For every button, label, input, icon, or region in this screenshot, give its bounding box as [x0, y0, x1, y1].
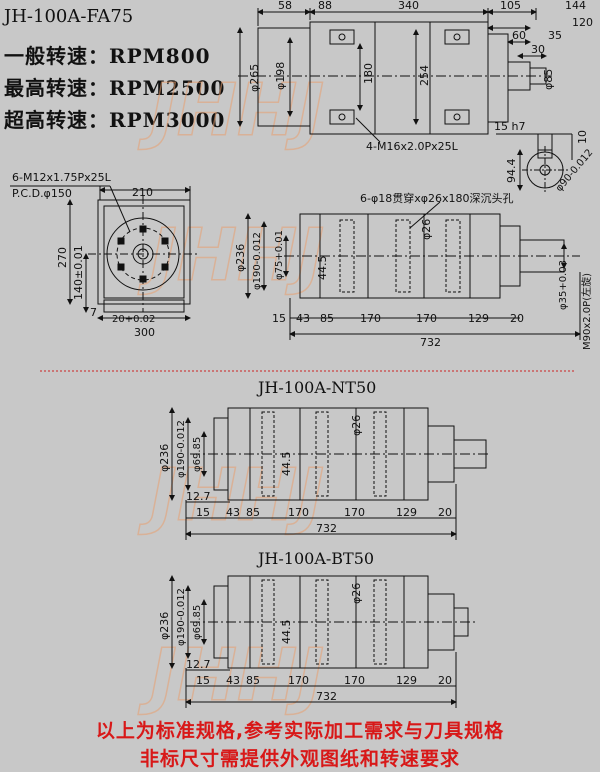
dim-340: 340 — [398, 0, 419, 12]
dim-254: 254 — [418, 65, 431, 86]
dim-nt-732: 732 — [316, 522, 337, 535]
dim-side-170a: 170 — [360, 312, 381, 325]
footer-note-1: 以上为标准规格,参考实际加工需求与刀具规格 — [95, 720, 505, 742]
footer-note-2: 非标尺寸需提供外观图纸和转速要求 — [139, 748, 460, 770]
dim-7: 7 — [90, 306, 97, 319]
dim-side-phi35: φ35+0.03 — [558, 260, 569, 310]
dim-nt-129: 129 — [396, 506, 417, 519]
top-housing — [309, 21, 489, 135]
dim-nt-phi69: φ69.85 — [192, 437, 203, 472]
dim-nt-43: 43 — [226, 506, 240, 519]
dim-bt-129: 129 — [396, 674, 417, 687]
dim-bt-85: 85 — [246, 674, 260, 687]
dim-20: 20+0.02 — [112, 314, 155, 325]
dim-144: 144 — [565, 0, 586, 12]
dim-side-85: 85 — [320, 312, 334, 325]
watermark-text-1: JHHJ — [138, 68, 324, 152]
dim-side-20: 20 — [510, 312, 524, 325]
top-view-labels: 58 88 340 105 144 120 60 35 30 φ265 φ198… — [248, 0, 593, 153]
dim-phi265: φ265 — [248, 64, 261, 92]
top-view — [237, 8, 552, 143]
callout-pcd: P.C.D.φ150 — [12, 187, 72, 200]
dim-105: 105 — [500, 0, 521, 12]
dim-bt-44.5: 44.5 — [280, 620, 293, 645]
dim-nt-phi190: φ190-0.012 — [176, 420, 187, 478]
dim-bt-phi26: φ26 — [350, 583, 363, 604]
dim-140: 140±0.01 — [72, 245, 85, 300]
dim-side-129: 129 — [468, 312, 489, 325]
dim-bt-170b: 170 — [344, 674, 365, 687]
dim-bt-12.7: 12.7 — [186, 658, 211, 671]
dim-side-m90: M90x2.0P(左旋) — [580, 273, 593, 350]
dim-bt-15: 15 — [196, 674, 210, 687]
dim-side-phi236: φ236 — [234, 244, 247, 272]
dim-side-phi190: φ190-0.012 — [252, 232, 263, 290]
model-title: JH-100A-FA75 — [4, 6, 134, 27]
dim-nt-phi236: φ236 — [158, 444, 171, 472]
dim-nt-15: 15 — [196, 506, 210, 519]
callout-counterbore: 6-φ18贯穿xφ26x180深沉头孔 — [360, 191, 514, 205]
dim-180: 180 — [362, 63, 375, 84]
bt-view — [169, 575, 478, 708]
end-plate — [97, 199, 191, 305]
dim-300: 300 — [134, 326, 155, 339]
dim-key-10: 10 — [576, 130, 589, 144]
watermark: JHHJ JHHJ JHHJ JHHJ — [137, 67, 325, 718]
dim-nt-phi26: φ26 — [350, 415, 363, 436]
dim-210: 210 — [132, 186, 153, 199]
side-view — [245, 201, 581, 340]
spec-line-ultra: 超高转速：RPM3000 — [4, 108, 226, 132]
nt-view-labels: φ236 φ190-0.012 φ69.85 44.5 φ26 12.7 15 … — [158, 415, 452, 535]
dim-key-94.4: 94.4 — [505, 159, 518, 184]
dim-bt-732: 732 — [316, 690, 337, 703]
dim-270: 270 — [56, 247, 69, 268]
dim-side-phi75: φ75+0.01 — [274, 230, 285, 280]
spec-line-normal: 一般转速：RPM800 — [4, 44, 211, 68]
spec-line-max: 最高转速：RPM2500 — [4, 76, 226, 100]
dim-nt-85: 85 — [246, 506, 260, 519]
dim-key-phi90: φ90-0.012 — [554, 147, 596, 194]
dim-side-43: 43 — [296, 312, 310, 325]
bt-section-title: JH-100A-BT50 — [258, 549, 375, 568]
dim-bt-20: 20 — [438, 674, 452, 687]
bt-view-labels: φ236 φ190-0.012 φ69.85 44.5 φ26 12.7 15 … — [158, 583, 452, 703]
dim-side-15: 15 — [272, 312, 286, 325]
dim-nt-44.5: 44.5 — [280, 452, 293, 477]
key-view — [496, 133, 573, 194]
callout-m16: 4-M16x2.0Px25L — [366, 140, 459, 153]
dim-88: 88 — [318, 0, 332, 12]
dim-30: 30 — [531, 43, 545, 56]
mount-holes-top — [329, 29, 470, 125]
dim-key-15h7: 15 h7 — [494, 120, 525, 133]
dim-side-44.5: 44.5 — [316, 256, 329, 281]
dim-nt-12.7: 12.7 — [186, 490, 211, 503]
side-view-labels: 6-φ18贯穿xφ26x180深沉头孔 φ236 φ190-0.012 φ75+… — [234, 191, 593, 350]
dim-58: 58 — [278, 0, 292, 12]
watermark-text-3: JHHJ — [138, 453, 324, 537]
callout-m12: 6-M12x1.75Px25L — [12, 171, 112, 184]
dim-bt-phi69: φ69.85 — [192, 605, 203, 640]
dim-120: 120 — [572, 16, 593, 29]
end-view — [10, 185, 200, 321]
dim-bt-phi236: φ236 — [158, 612, 171, 640]
dim-60: 60 — [512, 29, 526, 42]
dim-side-phi26: φ26 — [420, 219, 433, 240]
dim-nt-20: 20 — [438, 506, 452, 519]
nt-section-title: JH-100A-NT50 — [258, 378, 377, 397]
dim-bt-phi190: φ190-0.012 — [176, 588, 187, 646]
dim-phi85: φ85 — [542, 69, 555, 90]
dim-35: 35 — [548, 29, 562, 42]
dim-side-170b: 170 — [416, 312, 437, 325]
dim-phi198: φ198 — [274, 62, 287, 90]
dim-nt-170a: 170 — [288, 506, 309, 519]
dim-bt-43: 43 — [226, 674, 240, 687]
nt-view — [169, 407, 490, 540]
dim-side-732: 732 — [420, 336, 441, 349]
end-view-labels: 6-M12x1.75Px25L P.C.D.φ150 210 270 140±0… — [12, 171, 155, 339]
dim-nt-170b: 170 — [344, 506, 365, 519]
dim-bt-170a: 170 — [288, 674, 309, 687]
